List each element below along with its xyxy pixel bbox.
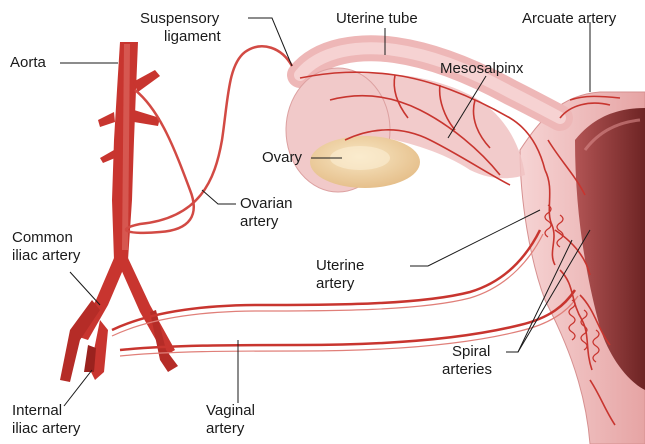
label-suspensory-ligament-line1: Suspensory bbox=[140, 10, 219, 27]
label-spiral-arteries-line2: arteries bbox=[442, 361, 492, 378]
label-ovarian-artery-line1: Ovarian bbox=[240, 195, 293, 212]
label-common-iliac-line2: iliac artery bbox=[12, 247, 80, 264]
label-arcuate-artery: Arcuate artery bbox=[522, 10, 616, 27]
label-mesosalpinx: Mesosalpinx bbox=[440, 60, 523, 77]
label-ovary: Ovary bbox=[262, 149, 302, 166]
label-uterine-artery-line1: Uterine bbox=[316, 257, 364, 274]
label-ovarian-artery-line2: artery bbox=[240, 213, 278, 230]
label-uterine-artery-line2: artery bbox=[316, 275, 354, 292]
label-vaginal-artery-line1: Vaginal bbox=[206, 402, 255, 419]
label-internal-iliac-line1: Internal bbox=[12, 402, 62, 419]
uterus bbox=[520, 92, 645, 444]
label-aorta: Aorta bbox=[10, 54, 46, 71]
label-suspensory-ligament-line2: ligament bbox=[164, 28, 221, 45]
vaginal-artery bbox=[120, 290, 575, 350]
label-spiral-arteries-line1: Spiral bbox=[452, 343, 490, 360]
label-common-iliac-line1: Common bbox=[12, 229, 73, 246]
label-vaginal-artery-line2: artery bbox=[206, 420, 244, 437]
label-internal-iliac-line2: iliac artery bbox=[12, 420, 80, 437]
label-uterine-tube: Uterine tube bbox=[336, 10, 418, 27]
